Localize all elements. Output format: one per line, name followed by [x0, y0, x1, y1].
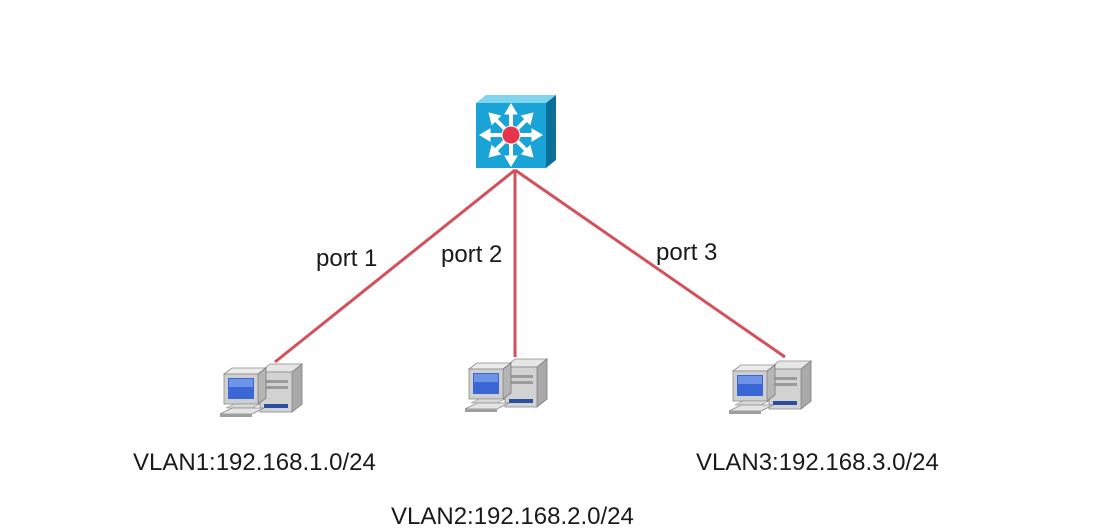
vlan-label: VLAN3:192.168.3.0/24 [696, 449, 939, 476]
desktop-computer-icon[interactable] [220, 363, 303, 418]
desktop-computer-icon[interactable] [729, 360, 812, 415]
port-label: port 2 [441, 241, 502, 268]
switch-hub [501, 125, 521, 145]
switch-arrows [478, 103, 544, 168]
link-lines [274, 168, 786, 364]
port-label: port 1 [316, 245, 377, 272]
desktop-computer-icon[interactable] [465, 358, 548, 413]
switch-top-face [476, 95, 556, 103]
port-label: port 3 [656, 239, 717, 266]
layer3-switch-icon[interactable] [476, 95, 556, 168]
switch-side-face [546, 95, 556, 168]
vlan-label: VLAN2:192.168.2.0/24 [391, 503, 634, 530]
link-port-1 [274, 168, 516, 364]
vlan-label: VLAN1:192.168.1.0/24 [133, 449, 376, 476]
link-port-3 [514, 168, 786, 359]
